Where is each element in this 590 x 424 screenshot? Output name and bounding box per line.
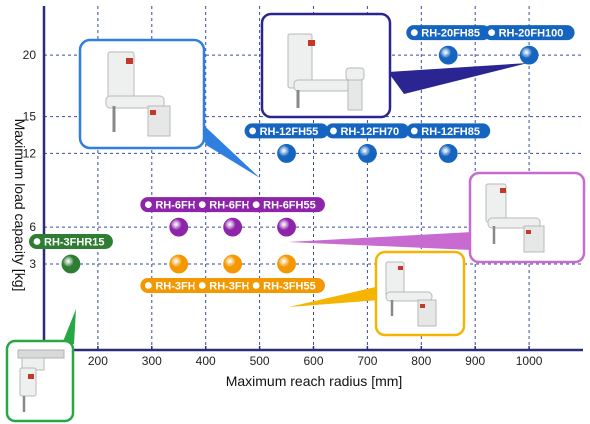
point-rh-3fh35 (169, 254, 189, 274)
label-text-rh-20fh85: RH-20FH85 (421, 28, 480, 40)
ceiling-robot-arm-icon (17, 349, 65, 412)
label-rh-12fh70: RH-12FH70 (325, 123, 410, 139)
robot-arm-medium-icon (105, 51, 171, 137)
callout-rh-12fh (78, 38, 260, 178)
robot-arm-medium-icon (485, 183, 545, 253)
point-rh-6fh35 (169, 217, 189, 237)
label-bullet-rh-20fh100 (488, 29, 495, 37)
label-rh-6fh55: RH-6FH55 (248, 197, 325, 213)
data-points (61, 45, 539, 274)
y-tick-6: 6 (29, 220, 36, 234)
y-axis-title: Maximum load capacity [kg] (12, 119, 28, 292)
point-rh-12fh70 (357, 144, 377, 163)
label-text-rh-6fh55: RH-6FH55 (263, 200, 316, 212)
y-tick-20: 20 (23, 48, 37, 62)
x-tick-700: 700 (357, 354, 377, 368)
x-tick-200: 200 (88, 354, 108, 368)
label-pill-rh-6fh55 (248, 197, 325, 213)
robot-arm-small-icon (385, 261, 437, 327)
label-text-rh-3fh55: RH-3FH55 (263, 281, 316, 293)
y-tick-15: 15 (23, 110, 37, 124)
point-rh-12fh85 (438, 144, 458, 163)
label-rh-12fh85: RH-12FH85 (406, 123, 491, 139)
y-tick-3: 3 (29, 257, 36, 271)
label-bullet-rh-12fh70 (330, 127, 337, 135)
point-rh-6fh45 (223, 217, 243, 237)
label-pill-rh-20fh100 (483, 25, 575, 41)
label-rh-3fh55: RH-3FH55 (248, 278, 325, 293)
label-pill-rh-3fhr15 (29, 234, 113, 249)
label-bullet-rh-3fh45 (198, 282, 206, 289)
point-rh-3fh55 (277, 254, 296, 274)
label-pill-rh-20fh85 (406, 25, 491, 41)
robot-arm-large-icon (287, 33, 365, 111)
label-bullet-rh-3fh35 (144, 282, 152, 289)
x-tick-800: 800 (411, 354, 431, 368)
label-rh-12fh55: RH-12FH55 (244, 123, 329, 139)
label-text-rh-12fh85: RH-12FH85 (421, 126, 480, 138)
callout-rh-6fh (288, 171, 586, 264)
label-text-rh-20fh100: RH-20FH100 (499, 28, 564, 40)
label-bullet-rh-6fh35 (144, 201, 152, 209)
label-rh-20fh85: RH-20FH85 (406, 25, 491, 41)
label-rh-3fhr15: RH-3FHR15 (29, 234, 113, 249)
label-pill-rh-12fh70 (325, 123, 410, 139)
x-tick-900: 900 (465, 354, 485, 368)
y-tick-12: 12 (23, 146, 37, 160)
label-bullet-rh-6fh45 (198, 201, 206, 209)
point-rh-3fh45 (223, 254, 243, 274)
label-text-rh-3fhr15: RH-3FHR15 (44, 237, 105, 249)
x-tick-1000: 1000 (516, 354, 543, 368)
x-tick-500: 500 (250, 354, 270, 368)
x-tick-600: 600 (303, 354, 323, 368)
label-bullet-rh-3fhr15 (33, 238, 41, 245)
point-rh-20fh85 (438, 45, 458, 65)
label-bullet-rh-3fh55 (252, 282, 260, 289)
point-rh-12fh55 (277, 144, 296, 163)
x-tick-300: 300 (142, 354, 162, 368)
label-text-rh-12fh55: RH-12FH55 (260, 126, 319, 138)
point-rh-20fh100 (519, 45, 539, 65)
point-rh-3fhr15 (61, 254, 81, 274)
label-pill-rh-12fh55 (244, 123, 329, 139)
label-bullet-rh-12fh85 (410, 127, 418, 135)
label-bullet-rh-6fh55 (252, 201, 260, 209)
label-text-rh-12fh70: RH-12FH70 (340, 126, 399, 138)
label-pill-rh-3fh55 (248, 278, 325, 293)
point-rh-6fh55 (277, 217, 296, 237)
callout-rh-3fhr (5, 309, 76, 423)
label-rh-20fh100: RH-20FH100 (483, 25, 575, 41)
label-bullet-rh-20fh85 (410, 29, 418, 37)
x-tick-labels: 200 300 400 500 600 700 800 900 1000 (88, 346, 543, 368)
callout-rh-20fh (260, 12, 528, 119)
y-tick-labels: 3 6 12 15 20 (23, 48, 37, 271)
callout-rh-3fh (289, 250, 466, 337)
callouts (5, 12, 586, 423)
x-tick-400: 400 (196, 354, 216, 368)
label-pill-rh-12fh85 (406, 123, 491, 139)
label-bullet-rh-12fh55 (249, 127, 256, 135)
x-axis-title: Maximum reach radius [mm] (226, 373, 403, 389)
